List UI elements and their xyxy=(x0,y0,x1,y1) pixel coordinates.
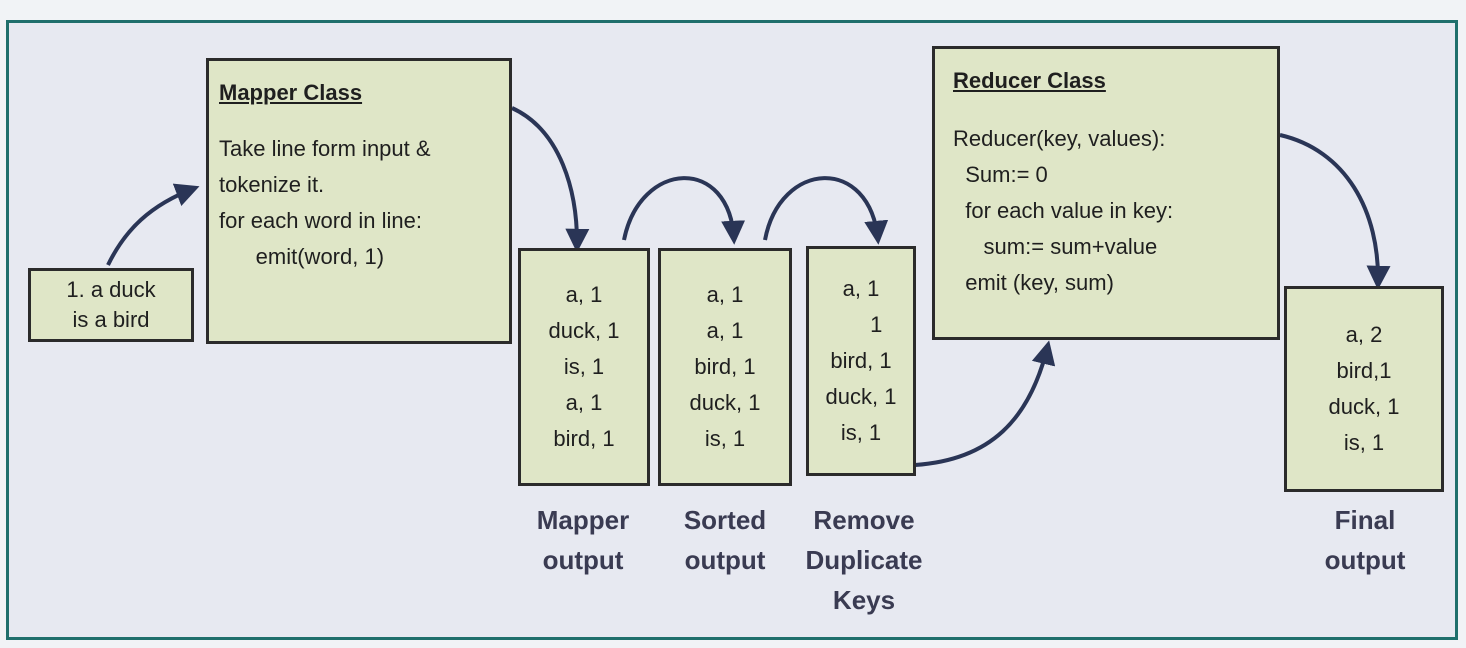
arrow-mapper-to-mapper-output xyxy=(511,106,590,253)
mapper-line-1: Take line form input & xyxy=(219,136,431,161)
reducer-line-1: Reducer(key, values): xyxy=(953,126,1166,151)
input-line-2: is a bird xyxy=(72,307,150,332)
mapper-output-line-2: duck, 1 xyxy=(548,318,620,343)
final-output-box: a, 2 bird,1 duck, 1 is, 1 xyxy=(1284,286,1444,492)
reducer-line-4: sum:= sum+value xyxy=(953,234,1158,259)
input-box: 1. a duck is a bird xyxy=(28,268,194,342)
remove-dup-line-3: bird, 1 xyxy=(830,348,892,373)
final-output-line-3: duck, 1 xyxy=(1328,394,1400,419)
remove-duplicate-label: Remove Duplicate Keys xyxy=(805,505,923,615)
remove-dup-line-4: duck, 1 xyxy=(825,384,897,409)
sorted-output-box: a, 1 a, 1 bird, 1 duck, 1 is, 1 xyxy=(658,248,792,486)
final-output-label: Final output xyxy=(1324,505,1406,575)
mapper-output-box: a, 1 duck, 1 is, 1 a, 1 bird, 1 xyxy=(518,248,650,486)
mapper-output-line-4: a, 1 xyxy=(565,390,603,415)
arrow-mapper-output-to-sorted xyxy=(622,176,746,245)
sorted-output-line-2: a, 1 xyxy=(706,318,744,343)
reducer-line-5: emit (key, sum) xyxy=(953,270,1114,295)
arrow-sorted-to-remove-dup xyxy=(763,176,889,245)
reducer-line-2: Sum:= 0 xyxy=(953,162,1048,187)
final-output-line-1: a, 2 xyxy=(1345,322,1383,347)
remove-dup-line-5: is, 1 xyxy=(840,420,882,445)
sorted-output-label: Sorted output xyxy=(683,505,767,575)
input-line-1: 1. a duck xyxy=(66,277,156,302)
mapper-line-5: emit(word, 1) xyxy=(219,244,385,269)
remove-dup-line-1: a, 1 xyxy=(842,276,880,301)
mapper-line-2: tokenize it. xyxy=(219,172,325,197)
final-output-line-2: bird,1 xyxy=(1336,358,1392,383)
mapper-line-4: for each word in line: xyxy=(219,208,422,233)
remove-dup-line-2: 1 xyxy=(839,312,883,337)
arrow-input-to-mapper xyxy=(106,183,200,266)
sorted-output-line-5: is, 1 xyxy=(704,426,746,451)
sorted-output-line-1: a, 1 xyxy=(706,282,744,307)
mapper-output-line-3: is, 1 xyxy=(563,354,605,379)
mapper-output-line-5: bird, 1 xyxy=(553,426,615,451)
reducer-class-box: Reducer Class Reducer(key, values): Sum:… xyxy=(932,46,1280,340)
mapper-class-box: Mapper Class Take line form input & toke… xyxy=(206,58,512,344)
mapper-class-title: Mapper Class xyxy=(219,80,363,105)
arrow-remove-dup-to-reducer xyxy=(914,340,1056,467)
final-output-line-4: is, 1 xyxy=(1343,430,1385,455)
reducer-class-title: Reducer Class xyxy=(953,68,1106,93)
mapper-output-line-1: a, 1 xyxy=(565,282,603,307)
mapper-output-label: Mapper output xyxy=(536,505,630,575)
sorted-output-line-4: duck, 1 xyxy=(689,390,761,415)
reducer-line-3: for each value in key: xyxy=(953,198,1174,223)
arrow-reducer-to-final xyxy=(1279,133,1391,290)
sorted-output-line-3: bird, 1 xyxy=(694,354,756,379)
remove-duplicate-box: a, 1 1 bird, 1 duck, 1 is, 1 xyxy=(806,246,916,476)
